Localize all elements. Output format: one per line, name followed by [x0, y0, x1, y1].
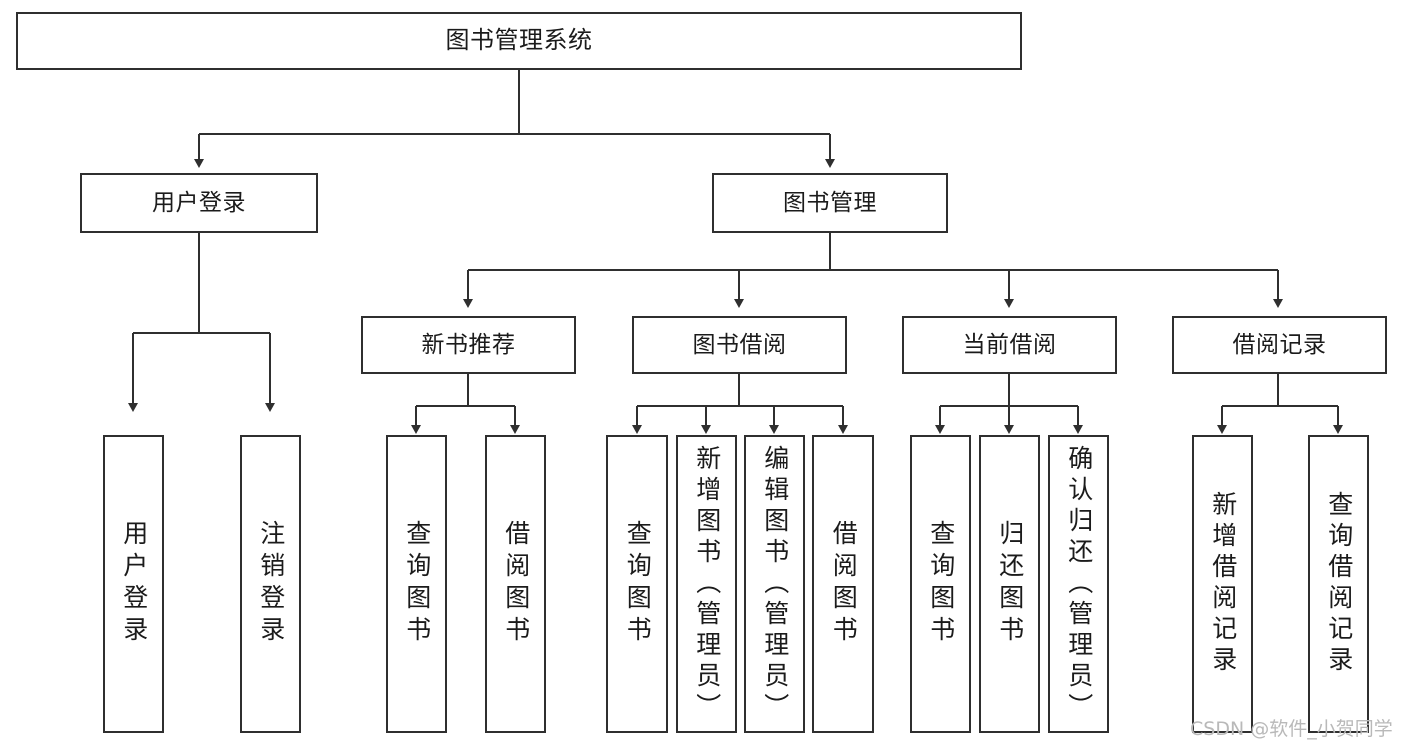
node-label: 图书管理系统	[445, 26, 593, 55]
node-label: 借阅记录	[1232, 331, 1327, 358]
node-leaf-return-book[interactable]: 归还图书	[979, 435, 1040, 733]
node-label: 查询借阅记录	[1324, 491, 1354, 677]
node-new-book-recommend[interactable]: 新书推荐	[361, 316, 576, 374]
node-label: 借阅图书	[501, 520, 531, 648]
node-borrow-record[interactable]: 借阅记录	[1172, 316, 1387, 374]
node-book-management[interactable]: 图书管理	[712, 173, 948, 233]
node-label: 用户登录	[152, 189, 246, 216]
node-leaf-confirm-return[interactable]: 确认归还（管理员）	[1048, 435, 1109, 733]
node-label: 查询图书	[402, 520, 432, 648]
node-label: 编辑图书（管理员）	[760, 444, 790, 724]
node-leaf-add-record[interactable]: 新增借阅记录	[1192, 435, 1253, 733]
node-label: 查询图书	[926, 520, 956, 648]
node-current-borrow[interactable]: 当前借阅	[902, 316, 1117, 374]
node-label: 借阅图书	[829, 520, 859, 648]
node-leaf-borrow-book-1[interactable]: 借阅图书	[485, 435, 546, 733]
node-leaf-query-book-3[interactable]: 查询图书	[910, 435, 971, 733]
node-label: 图书借阅	[692, 331, 787, 358]
node-user-login[interactable]: 用户登录	[80, 173, 318, 233]
node-leaf-query-book-2[interactable]: 查询图书	[606, 435, 668, 733]
node-leaf-query-record[interactable]: 查询借阅记录	[1308, 435, 1369, 733]
node-leaf-edit-book[interactable]: 编辑图书（管理员）	[744, 435, 805, 733]
node-leaf-add-book[interactable]: 新增图书（管理员）	[676, 435, 737, 733]
node-label: 用户登录	[119, 520, 149, 648]
node-label: 归还图书	[995, 520, 1025, 648]
node-label: 新增图书（管理员）	[692, 444, 722, 724]
node-leaf-logout-login[interactable]: 注销登录	[240, 435, 301, 733]
node-root-book-management-system[interactable]: 图书管理系统	[16, 12, 1022, 70]
node-label: 新书推荐	[421, 331, 516, 358]
node-label: 当前借阅	[962, 331, 1057, 358]
node-label: 确认归还（管理员）	[1064, 444, 1094, 724]
node-label: 注销登录	[256, 520, 286, 648]
node-label: 图书管理	[783, 189, 877, 216]
node-label: 新增借阅记录	[1208, 491, 1238, 677]
node-leaf-borrow-book-2[interactable]: 借阅图书	[812, 435, 874, 733]
node-label: 查询图书	[623, 520, 653, 648]
node-book-borrow[interactable]: 图书借阅	[632, 316, 847, 374]
csdn-watermark: CSDN @软件_小贺同学	[1190, 718, 1393, 740]
node-leaf-query-book-1[interactable]: 查询图书	[386, 435, 447, 733]
node-leaf-user-login[interactable]: 用户登录	[103, 435, 164, 733]
